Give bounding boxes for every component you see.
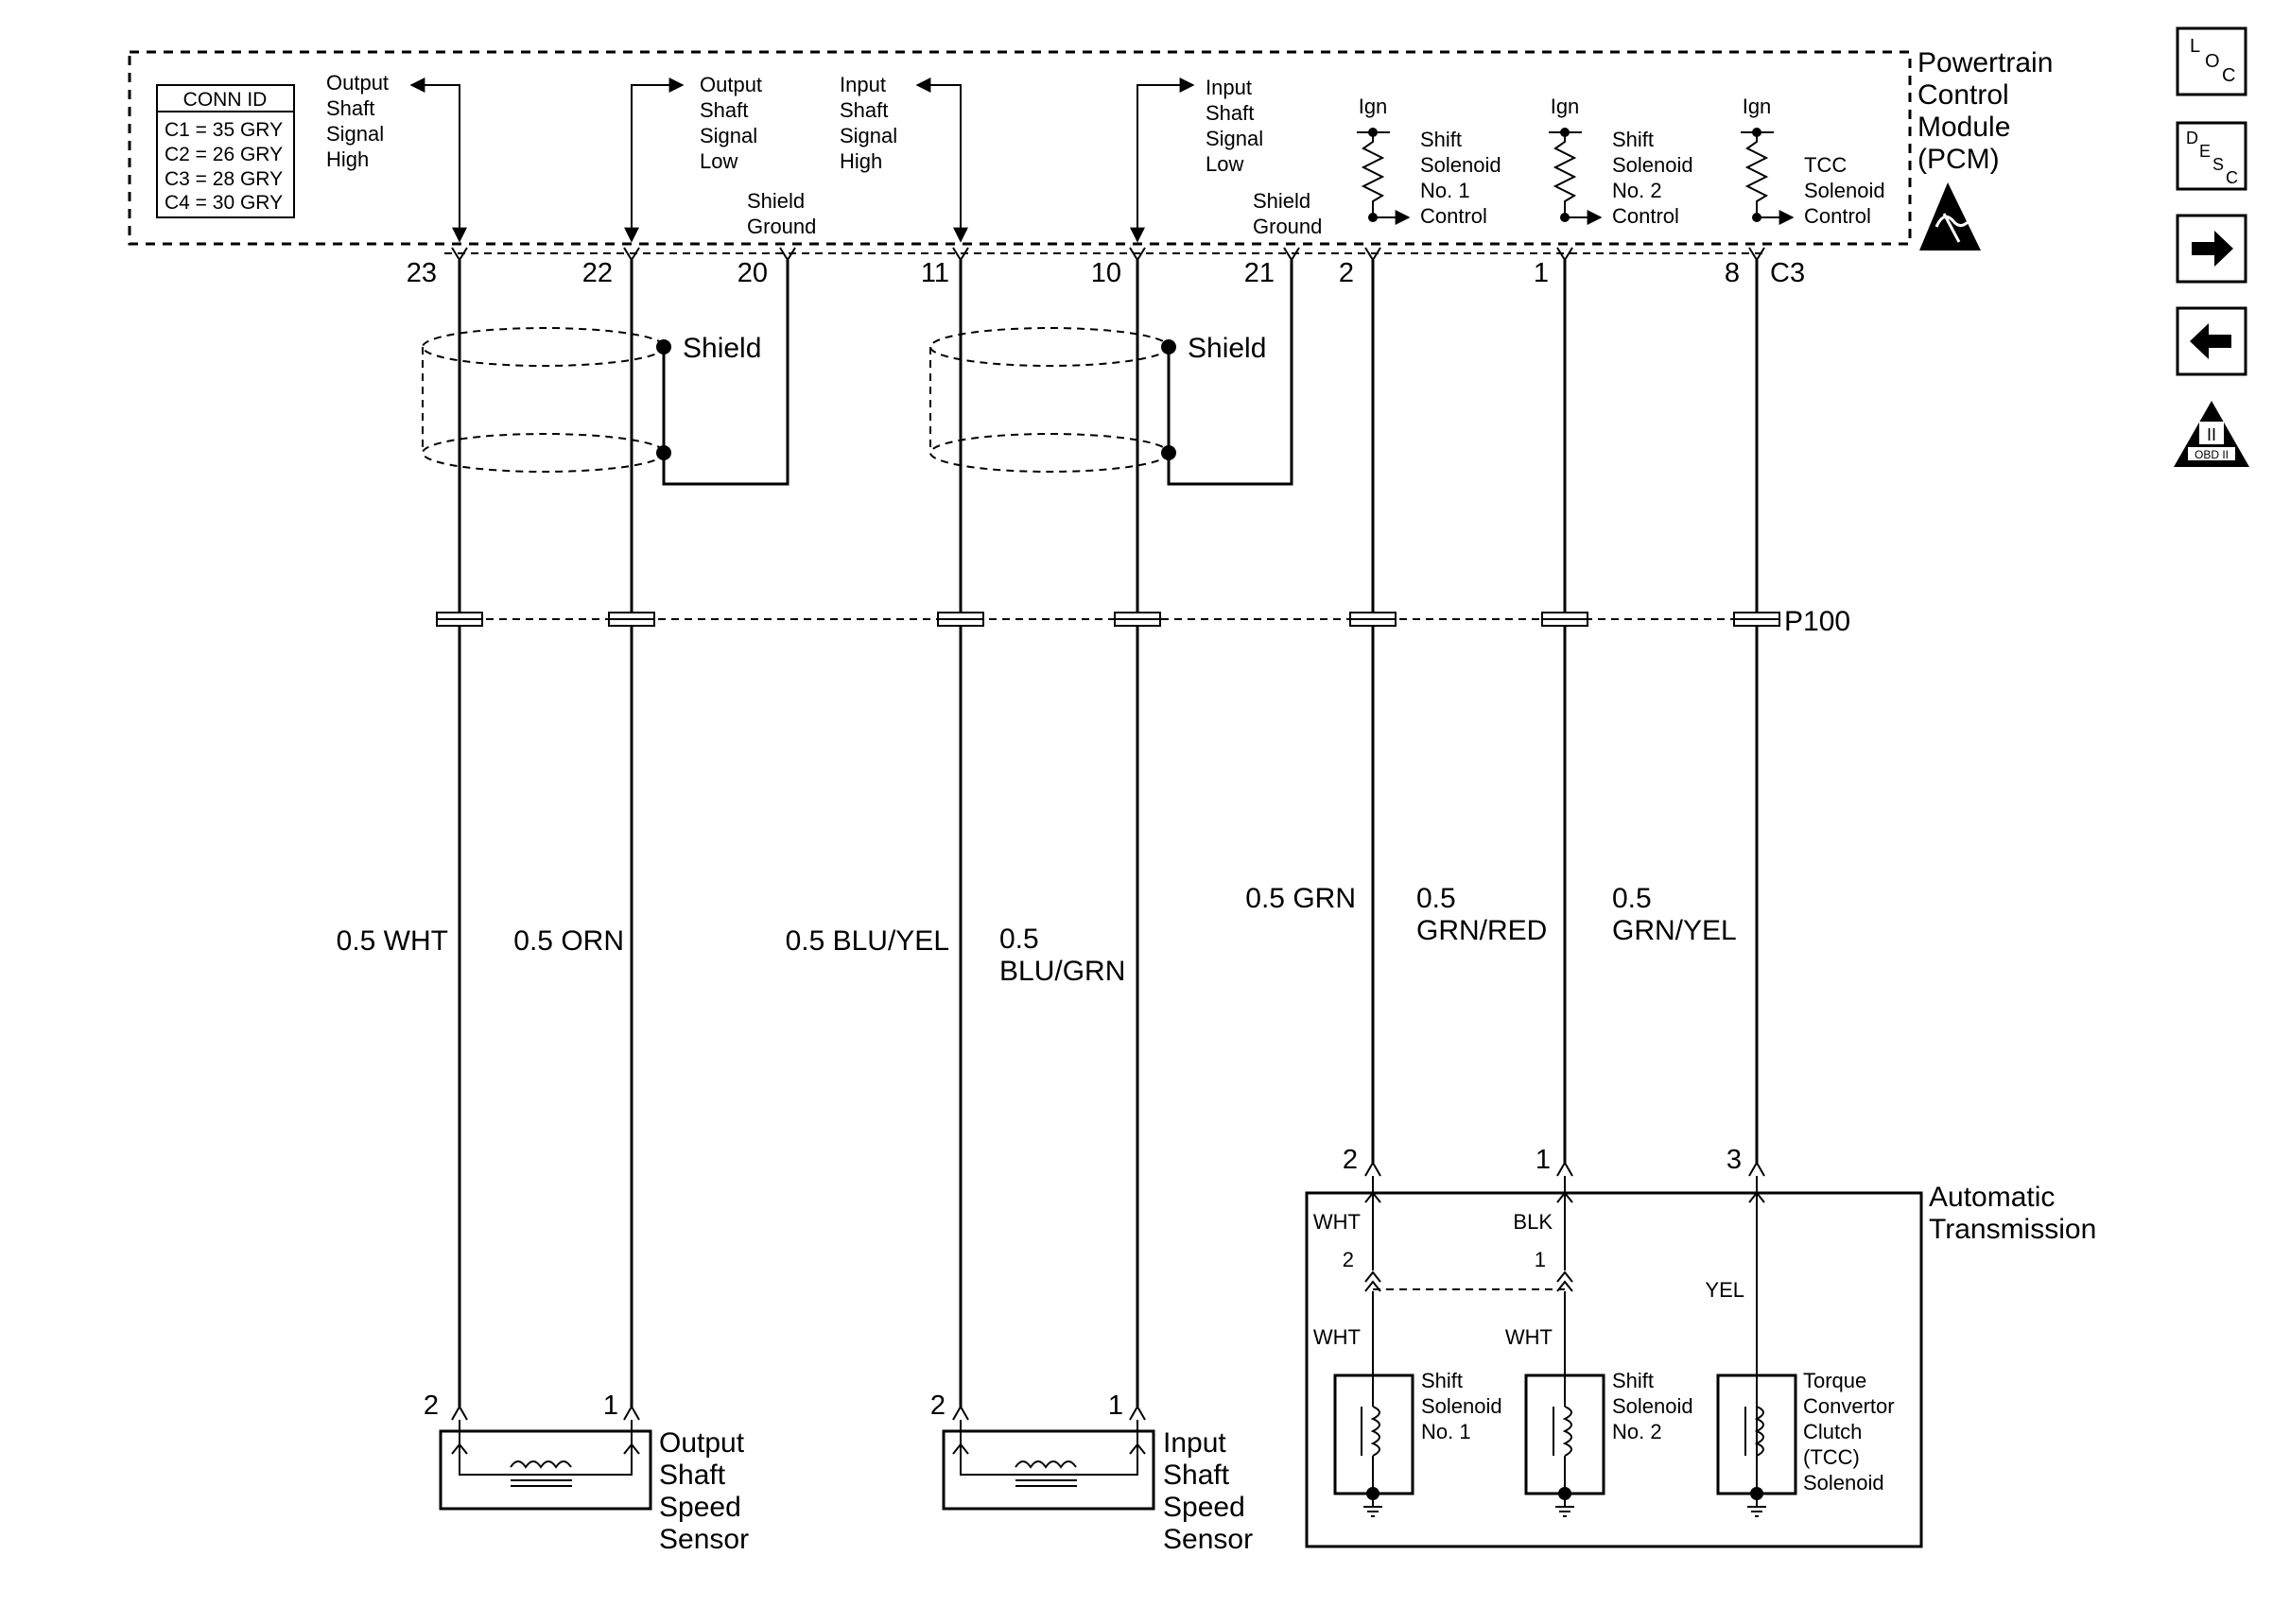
signal-output-shaft-low: Output Shaft Signal Low [700, 73, 768, 173]
trans-inner-pin: 2 [1343, 1248, 1354, 1271]
pcm-title: Powertrain Control Module (PCM) [1917, 47, 2061, 175]
signal-shift-solenoid-1-control: Shift Solenoid No. 1 Control [1420, 128, 1507, 228]
conn-id-header: CONN ID [183, 89, 268, 111]
obd-text: OBD II [2195, 448, 2229, 461]
pcm-pin-number: 1 [1534, 258, 1549, 288]
sensor-pin-number: 2 [930, 1391, 946, 1421]
pcm-pin-number: 20 [737, 258, 768, 288]
trans-pin-number: 3 [1726, 1145, 1742, 1175]
loc-letter: O [2205, 51, 2220, 72]
automatic-transmission-title: Automatic Transmission [1929, 1182, 2096, 1245]
previous-page-button[interactable] [2176, 306, 2247, 376]
trans-wire-color: YEL [1705, 1278, 1744, 1302]
esd-warning-icon [1919, 182, 1981, 251]
automatic-transmission-box [1305, 1160, 1923, 1548]
p100-terminals [436, 612, 1780, 627]
obd-numeral: II [2207, 425, 2216, 444]
wire-color-label: 0.5 GRN/RED [1416, 883, 1547, 946]
shield-input [929, 327, 1176, 473]
wire-color-label: 0.5 ORN [513, 925, 624, 957]
pcm-boundary [128, 50, 1912, 246]
shift-solenoid-1-label: Shift Solenoid No. 1 [1421, 1369, 1508, 1443]
signal-shift-solenoid-2-control: Shift Solenoid No. 2 Control [1612, 128, 1699, 228]
signal-shield-ground-2: Shield Ground [1253, 189, 1322, 238]
signal-output-shaft-high: Output Shaft Signal High [326, 71, 394, 171]
pcm-pin-number: 22 [582, 258, 613, 288]
next-page-button[interactable] [2176, 214, 2247, 284]
conn-id-row: C1 = 35 GRY [165, 119, 283, 141]
pcm-connector-id: C3 [1770, 258, 1805, 288]
signal-input-shaft-high: Input Shaft Signal High [840, 73, 903, 173]
signal-tcc-solenoid-control: TCC Solenoid Control [1804, 153, 1891, 228]
wire-shield-ground-1 [662, 260, 789, 486]
ign-label: Ign [1359, 95, 1388, 118]
trans-pin-number: 2 [1343, 1145, 1358, 1175]
trans-pin-number: 1 [1536, 1145, 1551, 1175]
trans-wire-color: WHT [1313, 1325, 1361, 1349]
description-button[interactable]: D E S C [2176, 121, 2247, 191]
pcm-pin-number: 8 [1725, 258, 1740, 288]
shift-solenoid-2-label: Shift Solenoid No. 2 [1612, 1369, 1699, 1443]
wire-color-label: 0.5 GRN/YEL [1612, 883, 1737, 946]
wire-color-label: 0.5 BLU/GRN [999, 924, 1125, 987]
conn-id-row: C4 = 30 GRY [165, 192, 283, 214]
location-button[interactable]: L O C [2176, 26, 2247, 96]
ign-label: Ign [1551, 95, 1580, 118]
pcm-pin-number: 21 [1244, 258, 1275, 288]
p100-label: P100 [1784, 606, 1850, 637]
desc-letter: C [2226, 168, 2238, 187]
loc-letter: C [2222, 65, 2235, 86]
arrow-right-icon [2192, 231, 2233, 267]
input-shaft-speed-sensor [942, 1404, 1155, 1511]
pcm-pin-number: 10 [1091, 258, 1121, 288]
conn-id-row: C3 = 28 GRY [165, 168, 283, 190]
desc-letter: D [2186, 129, 2198, 147]
conn-id-table: CONN ID C1 = 35 GRY C2 = 26 GRY C3 = 28 … [156, 84, 295, 218]
desc-letter: S [2212, 155, 2224, 174]
sensor-pin-number: 2 [424, 1391, 439, 1421]
loc-letter: L [2190, 36, 2200, 57]
pcm-internal-signal-lines [409, 78, 1195, 243]
pcm-pin-number: 11 [921, 258, 949, 288]
arrow-left-icon [2190, 323, 2231, 359]
trans-wire-color: WHT [1313, 1210, 1361, 1234]
pcm-pin-number: 23 [407, 258, 437, 288]
pcm-pin-number: 2 [1339, 258, 1354, 288]
output-shaft-speed-sensor-label: Output Shaft Speed Sensor [659, 1427, 752, 1555]
input-shaft-speed-sensor-label: Input Shaft Speed Sensor [1163, 1427, 1253, 1555]
trans-inner-pin: 1 [1535, 1248, 1546, 1271]
wire-shield-ground-2 [1167, 260, 1293, 486]
wire-color-label: 0.5 WHT [337, 925, 448, 957]
desc-letter: E [2199, 142, 2211, 161]
sensor-pin-number: 1 [1108, 1391, 1123, 1421]
shield-label: Shield [1188, 333, 1266, 364]
signal-input-shaft-low: Input Shaft Signal Low [1206, 76, 1269, 176]
output-shaft-speed-sensor [439, 1404, 652, 1511]
wire-color-label: 0.5 BLU/YEL [786, 925, 949, 957]
wire-color-label: 0.5 GRN [1245, 883, 1356, 914]
ign-label: Ign [1743, 95, 1772, 118]
signal-shield-ground-1: Shield Ground [747, 189, 816, 238]
sensor-pin-number: 1 [603, 1391, 618, 1421]
shield-output [422, 327, 671, 473]
conn-id-row: C2 = 26 GRY [165, 144, 283, 165]
tcc-solenoid-label: Torque Convertor Clutch (TCC) Solenoid [1803, 1369, 1900, 1494]
trans-wire-color: WHT [1505, 1325, 1553, 1349]
obd-ii-button[interactable]: II OBD II [2174, 401, 2249, 467]
trans-wire-color: BLK [1513, 1210, 1553, 1234]
shield-label: Shield [683, 333, 761, 364]
pcm-solenoid-drivers [1357, 128, 1795, 225]
